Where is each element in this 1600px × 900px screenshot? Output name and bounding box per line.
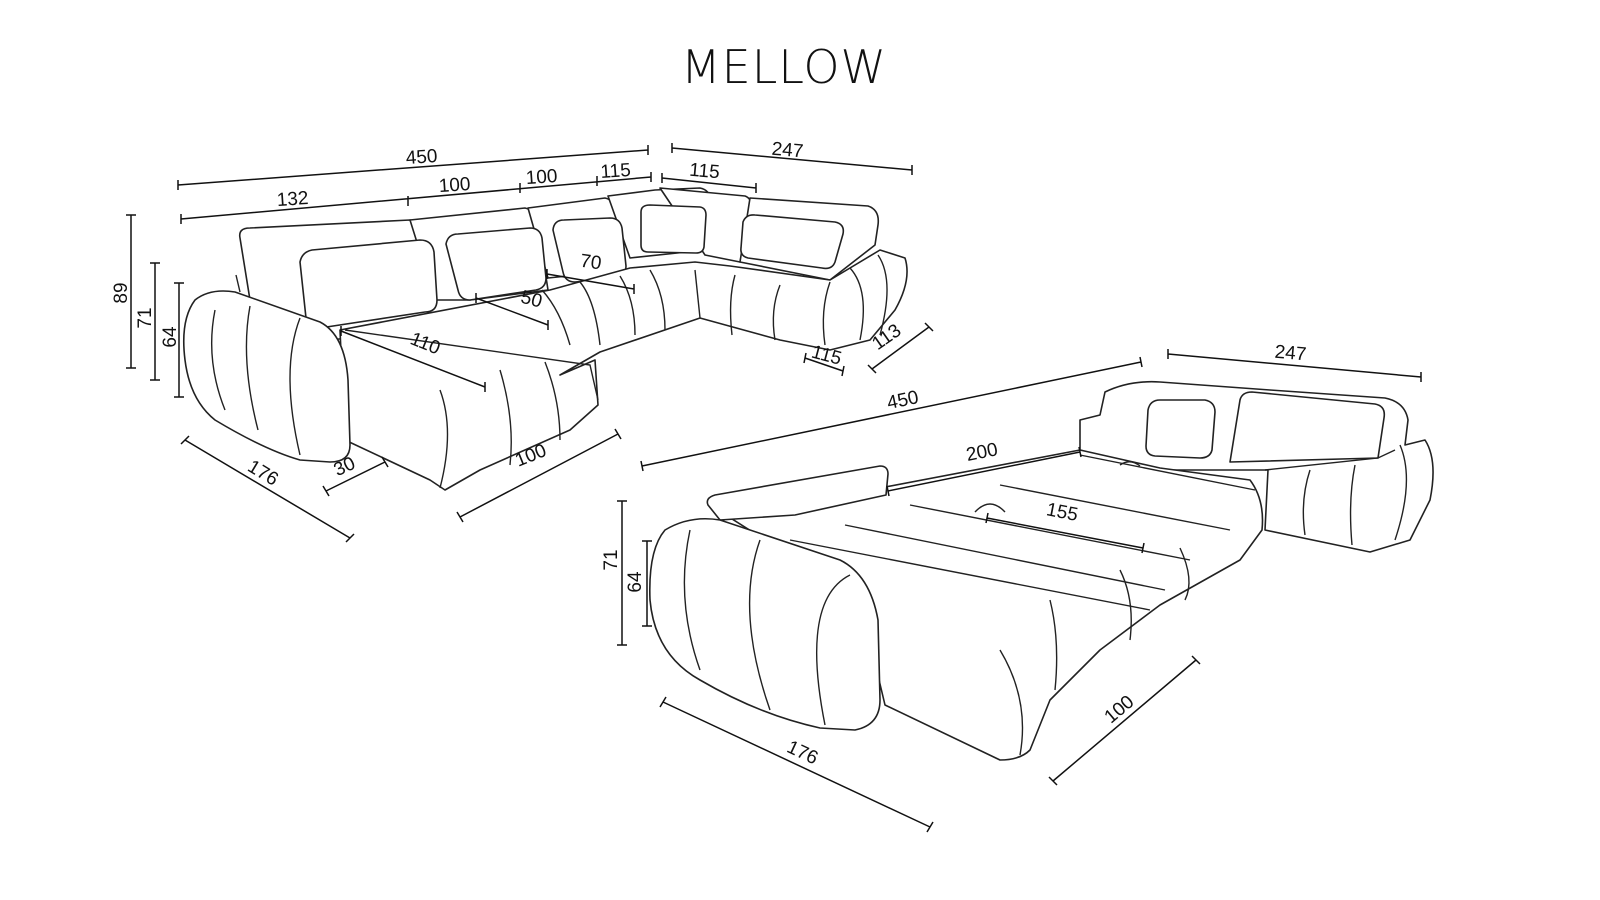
dim-segment-115a: 115 — [600, 160, 632, 183]
dim-segment-132: 132 — [276, 188, 309, 211]
bed-dim-total-width: 450 — [885, 387, 920, 414]
dim-total-width: 450 — [405, 146, 438, 169]
dim-height-89: 89 — [111, 282, 132, 303]
sofa-closed-drawing: 450 247 132 100 100 115 115 89 71 64 70 … — [111, 139, 934, 543]
bed-dim-depth-176: 176 — [784, 737, 822, 769]
bed-dim-width-100: 100 — [1101, 692, 1139, 728]
sofa-bed-drawing: 450 247 200 155 71 64 176 100 — [601, 342, 1434, 833]
bed-dim-200: 200 — [964, 439, 999, 466]
dim-segment-100a: 100 — [438, 174, 471, 197]
product-title: MELLOW — [680, 40, 888, 94]
dim-height-71: 71 — [135, 307, 156, 328]
bed-dim-side-width: 247 — [1274, 342, 1307, 366]
dim-segment-115b: 115 — [688, 160, 720, 184]
bed-dim-height-71: 71 — [601, 549, 622, 570]
dim-depth-176: 176 — [244, 456, 282, 490]
dim-segment-100b: 100 — [525, 166, 558, 189]
dim-height-64: 64 — [160, 326, 181, 348]
dim-side-width: 247 — [771, 139, 804, 163]
bed-dim-height-64: 64 — [625, 571, 646, 593]
dim-cushion-70: 70 — [579, 251, 603, 275]
